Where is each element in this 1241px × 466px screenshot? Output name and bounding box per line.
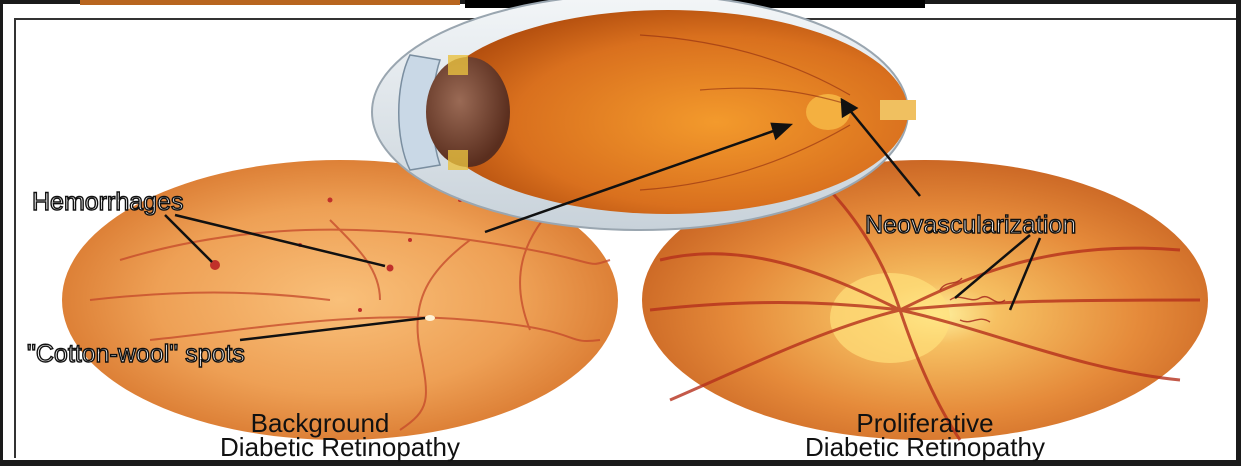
right-caption-line2: Diabetic Retinopathy <box>805 432 1045 462</box>
optic-nerve <box>880 100 916 120</box>
cotton-wool-label: "Cotton-wool" spots <box>27 340 245 368</box>
neovascularization-label: Neovascularization <box>865 211 1076 239</box>
hemorrhages-label: Hemorrhages <box>32 188 183 216</box>
left-caption-line2: Diabetic Retinopathy <box>220 432 460 462</box>
cotton-wool-spot <box>425 315 435 321</box>
ciliary-body-bottom <box>448 150 468 170</box>
ciliary-body-top <box>448 55 468 75</box>
